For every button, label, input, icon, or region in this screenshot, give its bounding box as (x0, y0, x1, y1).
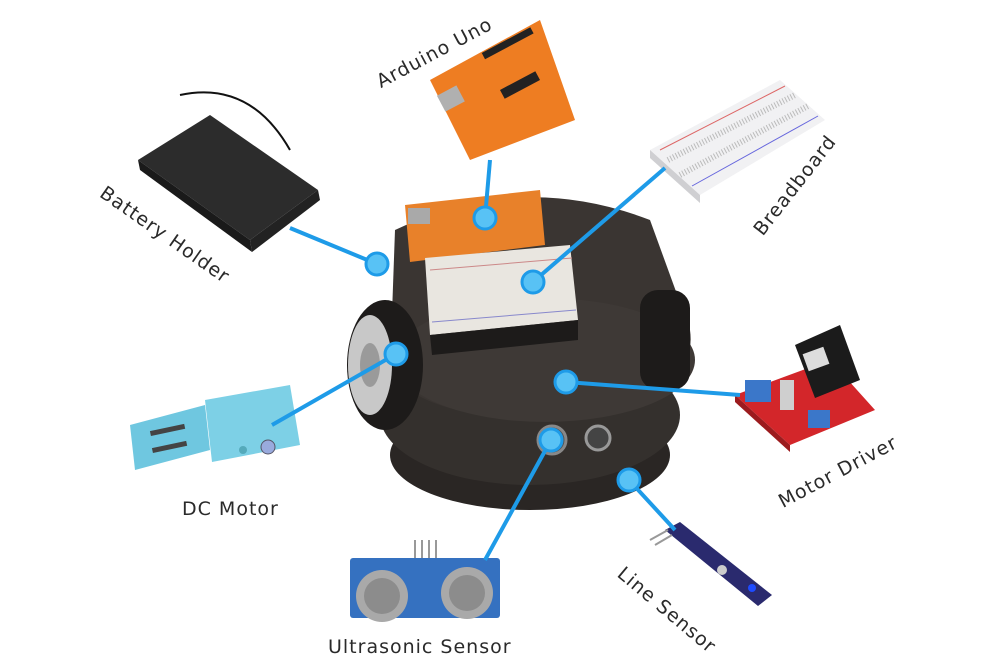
connector-dot-dcmotor (383, 341, 409, 367)
connector-line-dcmotor (271, 352, 397, 427)
ultrasonic-sensor-image (350, 540, 500, 622)
breadboard-image (650, 80, 825, 203)
line-sensor-image (649, 522, 772, 606)
label-dc-motor: DC Motor (182, 498, 279, 520)
connector-line-motordriver (565, 380, 741, 397)
connector-dot-motordriver (553, 369, 579, 395)
motor-driver-image (735, 325, 875, 452)
connector-dot-arduino (472, 205, 498, 231)
battery-holder-image (138, 91, 320, 252)
connector-dot-breadboard (520, 269, 546, 295)
dc-motor-image (130, 385, 300, 470)
connector-dot-linesensor (616, 467, 642, 493)
connector-dot-battery (364, 251, 390, 277)
connector-dot-ultrasonic (538, 427, 564, 453)
connector-line-battery (289, 226, 378, 266)
connector-line-ultrasonic (483, 439, 553, 561)
label-ultrasonic-sensor: Ultrasonic Sensor (328, 636, 512, 658)
arduino-uno-image (430, 20, 575, 168)
connector-line-breadboard (531, 166, 667, 284)
connectors (271, 159, 741, 561)
